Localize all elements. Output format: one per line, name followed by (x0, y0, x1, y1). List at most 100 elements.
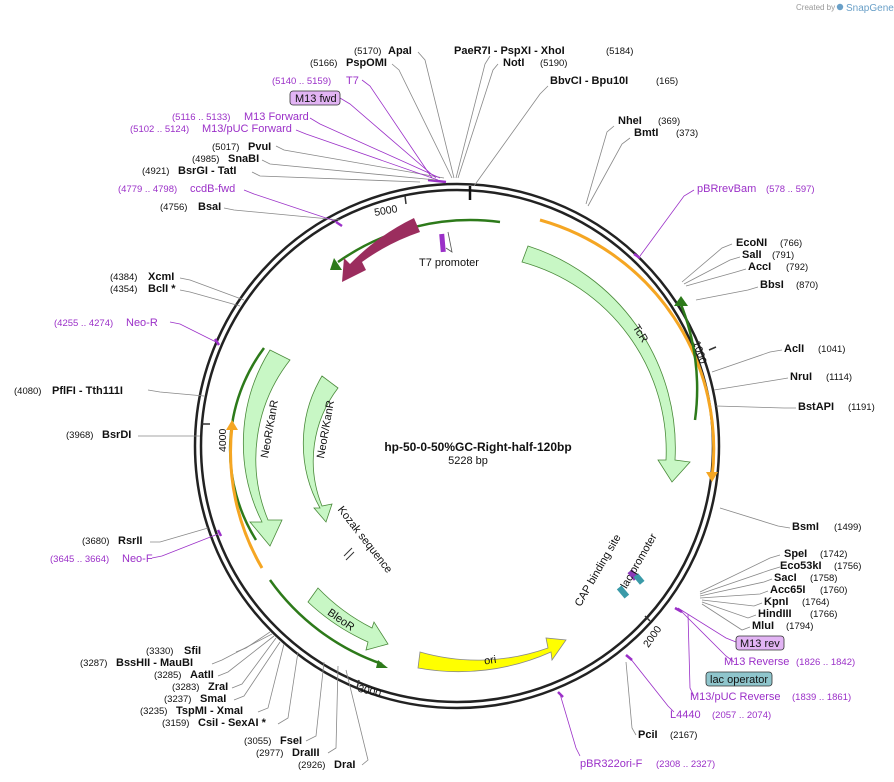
kozak-label: Kozak sequence (335, 504, 395, 575)
enzyme-pos: (4384) (110, 272, 137, 283)
enzyme-sfii[interactable]: SfiI (184, 645, 201, 657)
primer-m13-reverse[interactable]: M13 Reverse (724, 656, 789, 668)
enzyme-pos: (791) (772, 250, 794, 261)
primer-range: (4779 .. 4798) (118, 184, 177, 195)
enzyme-drai[interactable]: DraI (334, 759, 355, 771)
neo-inner-feature[interactable] (302, 375, 339, 523)
enzyme-hindiii[interactable]: HindIII (758, 608, 792, 620)
enzyme-spei[interactable]: SpeI (784, 548, 807, 560)
enzyme-aatii[interactable]: AatII (190, 669, 214, 681)
enzyme-pos: (3055) (244, 736, 271, 747)
primer-range: (578 .. 597) (766, 184, 815, 195)
neo-outer-feature[interactable] (242, 349, 291, 547)
enzyme-bcli[interactable]: BclI * (148, 283, 176, 295)
enzyme-pos: (766) (780, 238, 802, 249)
enzyme-draiii[interactable]: DraIII (292, 747, 320, 759)
enzyme-pos: (1760) (820, 585, 847, 596)
enzyme-pos: (3680) (82, 536, 109, 547)
enzyme-bmti[interactable]: BmtI (634, 127, 658, 139)
enzyme-pos: (5166) (310, 58, 337, 69)
enzyme-pspomi[interactable]: PspOMI (346, 57, 387, 69)
primer-m13puc-reverse[interactable]: M13/pUC Reverse (690, 691, 780, 703)
credit-text: Created by (796, 3, 835, 12)
enzyme-bsrdi[interactable]: BsrDI (102, 429, 131, 441)
enzyme-pos: (2926) (298, 760, 325, 771)
enzyme-kpni[interactable]: KpnI (764, 596, 788, 608)
enzyme-noti[interactable]: NotI (503, 57, 524, 69)
primer-neo-r[interactable]: Neo-R (126, 317, 158, 329)
enzyme-pflfi[interactable]: PflFI - Tth111I (52, 385, 123, 397)
m13-fwd-box[interactable] (289, 90, 341, 106)
enzyme-pos: (4756) (160, 202, 187, 213)
enzyme-pos: (5017) (212, 142, 239, 153)
enzyme-paer7i[interactable]: PaeR7I - PspXI - XhoI (454, 45, 565, 57)
primer-range: (2057 .. 2074) (712, 710, 771, 721)
tcr-feature[interactable] (521, 245, 691, 483)
enzyme-csii[interactable]: CsiI - SexAI * (198, 717, 267, 729)
enzyme-smai[interactable]: SmaI (200, 693, 226, 705)
enzyme-pvui[interactable]: PvuI (248, 141, 271, 153)
primer-t7[interactable]: T7 (346, 75, 359, 87)
enzyme-snabi[interactable]: SnaBI (228, 153, 259, 165)
enzyme-bsmi[interactable]: BsmI (792, 521, 819, 533)
enzyme-econi[interactable]: EcoNI (736, 237, 767, 249)
m13-rev-box[interactable] (735, 635, 785, 651)
enzyme-fsei[interactable]: FseI (280, 735, 302, 747)
primer-pbrrevbam[interactable]: pBRrevBam (697, 183, 756, 195)
ori-feature[interactable] (417, 637, 567, 673)
enzyme-saci[interactable]: SacI (774, 572, 797, 584)
enzyme-acli[interactable]: AclI (784, 343, 804, 355)
enzyme-pos: (4921) (142, 166, 169, 177)
enzyme-pos: (4354) (110, 284, 137, 295)
enzyme-nrui[interactable]: NruI (790, 371, 812, 383)
enzyme-acc65i[interactable]: Acc65I (770, 584, 805, 596)
enzyme-bstapi[interactable]: BstAPI (798, 401, 834, 413)
primer-range: (4255 .. 4274) (54, 318, 113, 329)
enzyme-xcmi[interactable]: XcmI (148, 271, 174, 283)
enzyme-acci[interactable]: AccI (748, 261, 771, 273)
enzyme-bsrgi[interactable]: BsrGI - TatI (178, 165, 236, 177)
enzyme-bsai[interactable]: BsaI (198, 201, 221, 213)
enzyme-zrai[interactable]: ZraI (208, 681, 228, 693)
lac-operator-box[interactable] (705, 671, 773, 687)
enzyme-apai[interactable]: ApaI (388, 45, 412, 57)
enzyme-pcii[interactable]: PciI (638, 729, 658, 741)
primer-range: (5140 .. 5159) (272, 76, 331, 87)
enzyme-sali[interactable]: SalI (742, 249, 762, 261)
bleor-feature[interactable] (307, 587, 389, 651)
primer-range: (1826 .. 1842) (796, 657, 855, 668)
enzyme-pos: (3283) (172, 682, 199, 693)
primer-m13puc-forward[interactable]: M13/pUC Forward (202, 123, 292, 135)
enzyme-pos: (3237) (164, 694, 191, 705)
enzyme-nhei[interactable]: NheI (618, 115, 642, 127)
enzyme-pos: (5170) (354, 46, 381, 57)
enzyme-pos: (373) (676, 128, 698, 139)
enzyme-bbsi[interactable]: BbsI (760, 279, 784, 291)
enzyme-pos: (1114) (826, 372, 852, 383)
enzyme-bsshii[interactable]: BssHII - MauBI (116, 657, 193, 669)
enzyme-rsrii[interactable]: RsrII (118, 535, 142, 547)
enzyme-mlui[interactable]: MluI (752, 620, 774, 632)
m13-fwd-label: M13 fwd (295, 93, 337, 105)
enzyme-bbvci[interactable]: BbvCI - Bpu10I (550, 75, 628, 87)
primer-l4440[interactable]: L4440 (670, 709, 701, 721)
enzyme-tspmi[interactable]: TspMI - XmaI (176, 705, 243, 717)
enzyme-pos: (1758) (810, 573, 837, 584)
primer-leaders (151, 79, 737, 757)
enzyme-pos: (870) (796, 280, 818, 291)
snapgene-logo-icon (836, 3, 844, 11)
enzyme-eco53ki[interactable]: Eco53kI (780, 560, 822, 572)
enzyme-pos: (1764) (802, 597, 829, 608)
ccdb-label: ccdB (366, 253, 393, 276)
ccdb-feature[interactable] (342, 218, 420, 282)
enzyme-pos: (4985) (192, 154, 219, 165)
primer-ccdb-fwd[interactable]: ccdB-fwd (190, 183, 235, 195)
enzyme-pos: (1756) (834, 561, 861, 572)
primer-pbr322ori-f[interactable]: pBR322ori-F (580, 758, 643, 770)
map-title: hp-50-0-50%GC-Right-half-120bp (384, 440, 571, 454)
enzyme-leaders (138, 51, 796, 766)
primer-neo-f[interactable]: Neo-F (122, 553, 153, 565)
m13-rev-label: M13 rev (740, 638, 780, 650)
primer-m13-forward[interactable]: M13 Forward (244, 111, 309, 123)
